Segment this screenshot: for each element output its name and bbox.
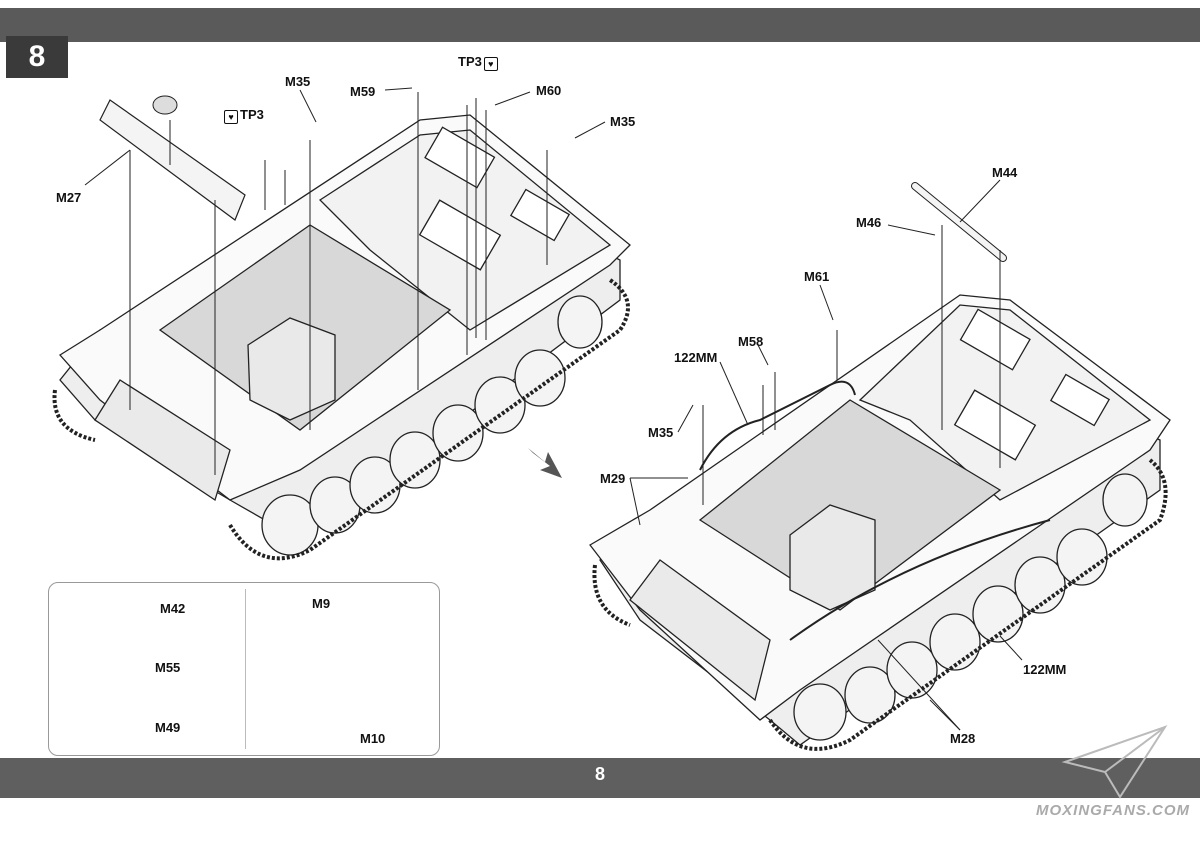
label-m35-lower: M35 (648, 425, 674, 440)
label-m49: M49 (155, 720, 181, 735)
left-guide-lines (129, 92, 548, 475)
label-m28: M28 (950, 731, 976, 746)
step-number: 8 (6, 36, 68, 78)
label-m9: M9 (312, 596, 331, 611)
footer-bar (0, 758, 1200, 798)
label-m35-right: M35 (610, 114, 636, 129)
detail-inset (48, 582, 440, 756)
label-m42: M42 (160, 601, 186, 616)
label-m61: M61 (804, 269, 830, 284)
right-road-wheels (793, 473, 1148, 741)
label-tp3-right-text: TP3 (458, 54, 482, 69)
label-m55: M55 (155, 660, 181, 675)
label-tp3-left: ♥TP3 (222, 107, 264, 124)
label-m10: M10 (360, 731, 386, 746)
paper-plane-logo (1061, 725, 1168, 799)
left-track (228, 278, 630, 561)
label-m59: M59 (350, 84, 376, 99)
label-m29: M29 (600, 471, 626, 486)
right-guide-lines (702, 225, 1001, 505)
direction-arrow (528, 448, 562, 478)
glue-icon: ♥ (224, 110, 238, 124)
label-m46: M46 (856, 215, 882, 230)
label-m44: M44 (992, 165, 1018, 180)
label-m35-top: M35 (285, 74, 311, 89)
label-122mm-right: 122MM (1023, 662, 1067, 677)
label-tp3-left-text: TP3 (240, 107, 264, 122)
label-tp3-right: TP3♥ (458, 54, 500, 71)
cable-122mm-top (699, 380, 856, 471)
right-track (768, 458, 1168, 751)
label-122mm-top: 122MM (674, 350, 718, 365)
page-number: 8 (594, 764, 605, 784)
part-m27 (99, 99, 246, 221)
right-hull (589, 294, 1171, 746)
label-m58: M58 (738, 334, 764, 349)
left-hull (59, 114, 631, 541)
cable-122mm-side (789, 519, 1051, 641)
glue-icon: ♥ (483, 57, 498, 71)
label-m27: M27 (56, 190, 82, 205)
inset-divider (245, 589, 246, 749)
label-m60: M60 (536, 83, 562, 98)
left-road-wheels (261, 295, 603, 556)
header-bar (0, 8, 1200, 42)
watermark-text: MOXINGFANS.COM (1036, 802, 1191, 819)
part-periscope (152, 95, 178, 115)
